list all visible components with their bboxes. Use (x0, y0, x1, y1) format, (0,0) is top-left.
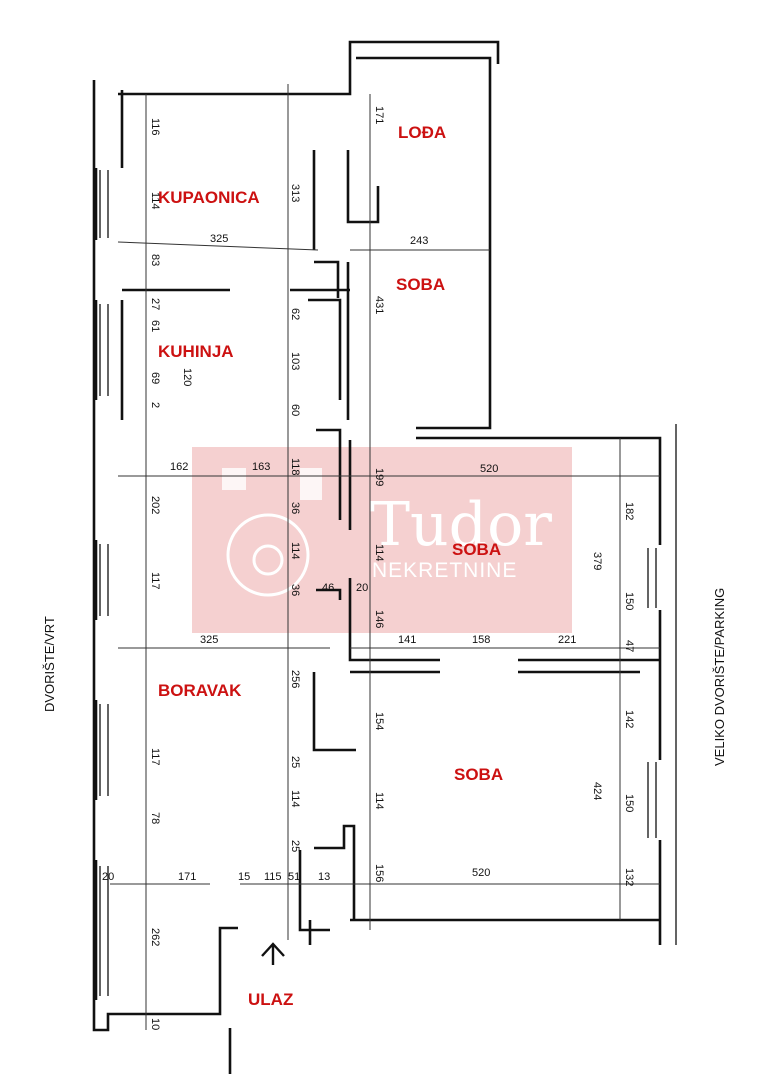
dimension-label: 150 (623, 592, 635, 610)
dimension-label: 114 (289, 790, 301, 808)
dimension-label: 162 (170, 461, 188, 473)
dimension-label: 256 (289, 670, 301, 688)
tudor-rose-logo (226, 513, 310, 597)
dimension-label: 36 (289, 584, 301, 596)
dimension-label: 10 (149, 1018, 161, 1030)
dimension-label: 114 (373, 792, 385, 810)
arrow-up-icon (261, 942, 285, 965)
entrance-label: ULAZ (248, 990, 293, 1009)
dimension-label: 13 (318, 871, 330, 883)
dimension-label: 15 (238, 871, 250, 883)
dimension-label: 142 (623, 710, 635, 728)
dimension-labels: 116 171 114 313 325 243 83 27 61 62 431 … (102, 106, 635, 1030)
dimension-label: 61 (149, 320, 161, 332)
dimension-label: 313 (289, 184, 301, 202)
dimension-label: 141 (398, 634, 416, 646)
dimension-label: 60 (289, 404, 301, 416)
dimension-label: 78 (149, 812, 161, 824)
dimension-label: 114 (149, 192, 161, 210)
dimension-label: 379 (591, 552, 603, 570)
dimension-label: 325 (210, 233, 228, 245)
side-label-right: VELIKO DVORIŠTE/PARKING (712, 588, 727, 766)
dimension-label: 118 (289, 458, 301, 476)
dimension-label: 114 (289, 542, 301, 560)
entrance: ULAZ (248, 942, 293, 1009)
dimension-label: 154 (373, 712, 385, 730)
room-label-soba-bottom: SOBA (454, 765, 503, 784)
room-label-soba-mid: SOBA (452, 540, 501, 559)
tudor-tower-logo (222, 468, 322, 500)
dimension-label: 221 (558, 634, 576, 646)
tudor-rose-center (252, 544, 284, 576)
dimension-label: 146 (373, 610, 385, 628)
room-label-loda: LOĐA (398, 123, 446, 142)
dimension-label: 46 (322, 582, 334, 594)
room-label-kupaonica: KUPAONICA (158, 188, 260, 207)
watermark-subtitle: NEKRETNINE (372, 559, 517, 582)
dimension-label: 83 (149, 254, 161, 266)
dimension-label: 25 (289, 756, 301, 768)
dimension-label: 120 (181, 368, 193, 386)
room-label-boravak: BORAVAK (158, 681, 242, 700)
dimension-label: 62 (289, 308, 301, 320)
dimension-label: 116 (149, 118, 161, 136)
dimension-label: 20 (102, 871, 114, 883)
dimension-lines (110, 84, 660, 1030)
dimension-label: 171 (373, 106, 385, 124)
dimension-label: 325 (200, 634, 218, 646)
dimension-label: 2 (149, 402, 161, 408)
dimension-label: 156 (373, 864, 385, 882)
dimension-label: 199 (373, 468, 385, 486)
dimension-label: 132 (623, 868, 635, 886)
walls (92, 40, 677, 1074)
dimension-label: 171 (178, 871, 196, 883)
dimension-label: 520 (480, 463, 498, 475)
dimension-label: 424 (591, 782, 603, 800)
side-label-left: DVORIŠTE/VRT (42, 616, 57, 712)
room-label-soba-top: SOBA (396, 275, 445, 294)
dimension-label: 520 (472, 867, 490, 879)
dimension-label: 69 (149, 372, 161, 384)
dimension-label: 117 (149, 572, 161, 590)
watermark-brand: Tudor (370, 490, 552, 560)
dimension-label: 243 (410, 235, 428, 247)
dimension-label: 158 (472, 634, 490, 646)
dimension-label: 117 (149, 748, 161, 766)
watermark: Tudor NEKRETNINE (192, 447, 572, 633)
dimension-label: 25 (289, 840, 301, 852)
dimension-label: 431 (373, 296, 385, 314)
dimension-label: 202 (149, 496, 161, 514)
dimension-label: 51 (288, 871, 300, 883)
dimension-label: 182 (623, 502, 635, 520)
dimension-label: 47 (623, 640, 635, 652)
dimension-label: 103 (289, 352, 301, 370)
dimension-label: 262 (149, 928, 161, 946)
dimension-label: 114 (373, 544, 385, 562)
dimension-label: 20 (356, 582, 368, 594)
dimension-label: 115 (264, 871, 282, 883)
watermark-background (192, 447, 572, 633)
dimension-label: 27 (149, 298, 161, 310)
dimension-label: 150 (623, 794, 635, 812)
dimension-label: 36 (289, 502, 301, 514)
room-label-kuhinja: KUHINJA (158, 342, 234, 361)
dimension-label: 163 (252, 461, 270, 473)
